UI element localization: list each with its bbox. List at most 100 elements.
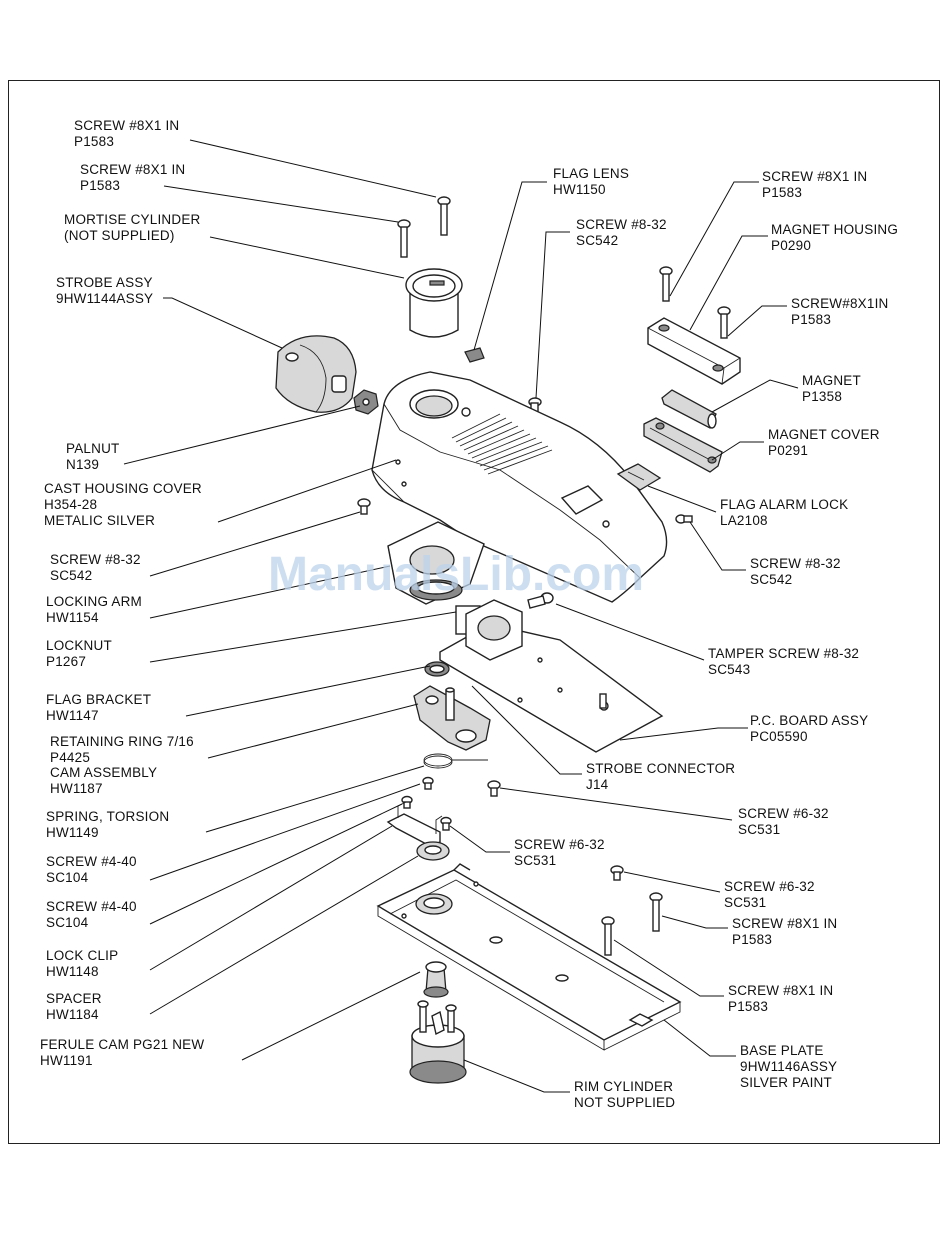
label-line: SC531	[738, 822, 780, 837]
tamper-screw-part	[527, 592, 554, 609]
screw-6-32-mid-part	[440, 816, 452, 831]
label-line: METALIC SILVER	[44, 513, 155, 528]
parts-layer	[275, 196, 741, 1084]
label-line: PALNUT	[66, 441, 119, 456]
label-line: SPRING, TORSION	[46, 809, 169, 824]
label-line: FLAG ALARM LOCK	[720, 497, 848, 512]
label-line: P4425	[50, 750, 90, 765]
screw-6-32-a-part	[487, 780, 501, 797]
label-line: RETAINING RING 7/16	[50, 734, 194, 749]
label-line: P1583	[80, 178, 120, 193]
label-line: HW1148	[46, 964, 99, 979]
label-line: LA2108	[720, 513, 768, 528]
screw-8x1-part-a	[437, 196, 451, 236]
pc-board-part	[439, 599, 664, 753]
screw-8x1-d-part	[601, 916, 615, 956]
screw-8-32-right-part	[675, 514, 693, 524]
label-line: LOCK CLIP	[46, 948, 118, 963]
label-line: LOCKNUT	[46, 638, 112, 653]
magnet-cover-part	[643, 417, 723, 473]
flag-alarm-lock-part	[616, 463, 662, 491]
label-line: HW1154	[46, 610, 99, 625]
label-line: TAMPER SCREW #8-32	[708, 646, 859, 661]
label-line: SCREW #4-40	[46, 899, 137, 914]
label-line: BASE PLATE	[740, 1043, 824, 1058]
label-line: SCREW #6-32	[514, 837, 605, 852]
label-line: LOCKING ARM	[46, 594, 142, 609]
retaining-ring-part	[424, 661, 450, 677]
label-line: 9HW1144ASSY	[56, 291, 153, 306]
strobe-assy-part	[275, 335, 379, 415]
label-line: HW1149	[46, 825, 99, 840]
label-line: RIM CYLINDER	[574, 1079, 673, 1094]
screw-8x1-right-part	[659, 266, 673, 302]
label-line: HW1187	[50, 781, 103, 796]
label-line: HW1191	[40, 1053, 93, 1068]
label-line: P1583	[762, 185, 802, 200]
label-line: SILVER PAINT	[740, 1075, 832, 1090]
label-line: SPACER	[46, 991, 102, 1006]
label-line: P1358	[802, 389, 842, 404]
screw-8x1in-right2-part	[717, 306, 731, 339]
label-line: SCREW#8X1IN	[791, 296, 888, 311]
label-line: MAGNET HOUSING	[771, 222, 898, 237]
label-line: HW1150	[553, 182, 606, 197]
screw-8-32-top-part	[528, 397, 542, 413]
cam-assembly-part	[413, 685, 491, 751]
label-line: SCREW #6-32	[738, 806, 829, 821]
label-line: P1583	[732, 932, 772, 947]
flag-lens-part	[464, 347, 485, 363]
label-line: H354-28	[44, 497, 97, 512]
label-line: SCREW #8X1 IN	[74, 118, 179, 133]
label-line: P1583	[791, 312, 831, 327]
label-line: SCREW #8X1 IN	[80, 162, 185, 177]
label-line: 9HW1146ASSY	[740, 1059, 837, 1074]
label-line: SC531	[724, 895, 766, 910]
magnet-part	[661, 389, 717, 429]
watermark-text: ManualsLib.com	[268, 548, 644, 601]
label-line: SCREW #8X1 IN	[762, 169, 867, 184]
label-line: N139	[66, 457, 99, 472]
label-line: NOT SUPPLIED	[574, 1095, 675, 1110]
screw-8-32-left-part	[357, 498, 371, 515]
label-line: SCREW #8X1 IN	[728, 983, 833, 998]
label-line: MORTISE CYLINDER	[64, 212, 201, 227]
label-line: SC542	[576, 233, 618, 248]
label-line: SC542	[750, 572, 792, 587]
label-line: HW1147	[46, 708, 99, 723]
label-line: STROBE ASSY	[56, 275, 153, 290]
locking-arm-part	[387, 521, 485, 605]
rim-cylinder-part	[409, 1000, 467, 1084]
mortise-cylinder-part	[405, 268, 463, 338]
label-line: P0290	[771, 238, 811, 253]
label-line: P.C. BOARD ASSY	[750, 713, 868, 728]
label-line: P1583	[728, 999, 768, 1014]
label-line: PC05590	[750, 729, 808, 744]
spring-torsion-part	[423, 753, 488, 769]
screw-8x1-part-b	[397, 219, 411, 258]
